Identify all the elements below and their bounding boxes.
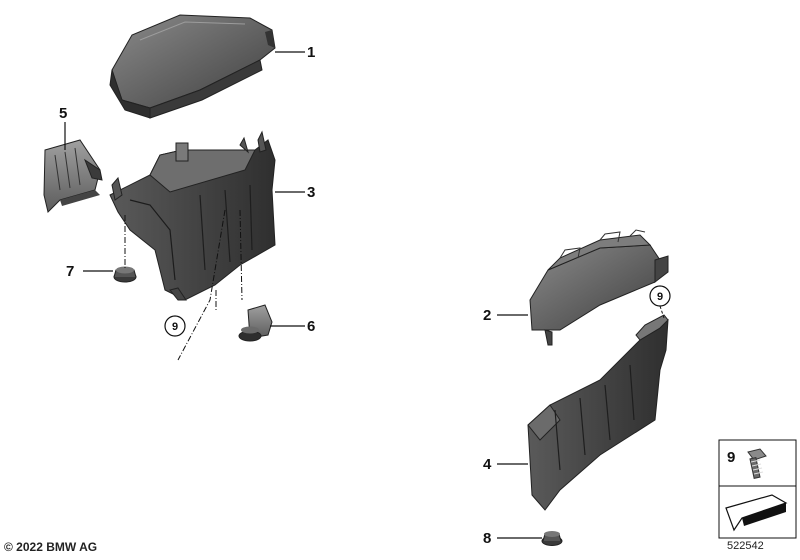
callout-8: 8 xyxy=(483,530,491,547)
callout-7: 7 xyxy=(66,263,74,280)
callout-3: 3 xyxy=(307,184,315,201)
svg-text:9: 9 xyxy=(657,291,663,303)
part-5-bracket xyxy=(43,139,103,213)
leader-lines xyxy=(64,51,542,539)
circled-ref-right: 9 xyxy=(649,285,671,319)
callout-1: 1 xyxy=(307,44,315,61)
callout-5: 5 xyxy=(59,105,67,122)
legend-box: 9 xyxy=(718,439,797,539)
part-8-grommet xyxy=(541,531,563,546)
part-1-cover xyxy=(109,14,276,119)
arrow-symbol-icon xyxy=(725,494,788,532)
legend-number: 9 xyxy=(727,449,735,466)
part-3-carrier xyxy=(109,130,276,301)
part-2-module xyxy=(529,229,669,346)
part-6-holder xyxy=(238,304,273,342)
bolt-icon xyxy=(747,448,767,479)
copyright-text: © 2022 BMW AG xyxy=(4,540,98,554)
diagram-id: 522542 xyxy=(727,540,764,552)
circled-ref-left: 9 xyxy=(164,315,186,337)
svg-text:9: 9 xyxy=(172,321,178,333)
assembly-lines-left xyxy=(124,209,243,361)
part-7-grommet xyxy=(113,266,137,283)
callout-2: 2 xyxy=(483,307,491,324)
callout-6: 6 xyxy=(307,318,315,335)
callout-4: 4 xyxy=(483,456,492,473)
part-4-carrier xyxy=(527,314,669,511)
